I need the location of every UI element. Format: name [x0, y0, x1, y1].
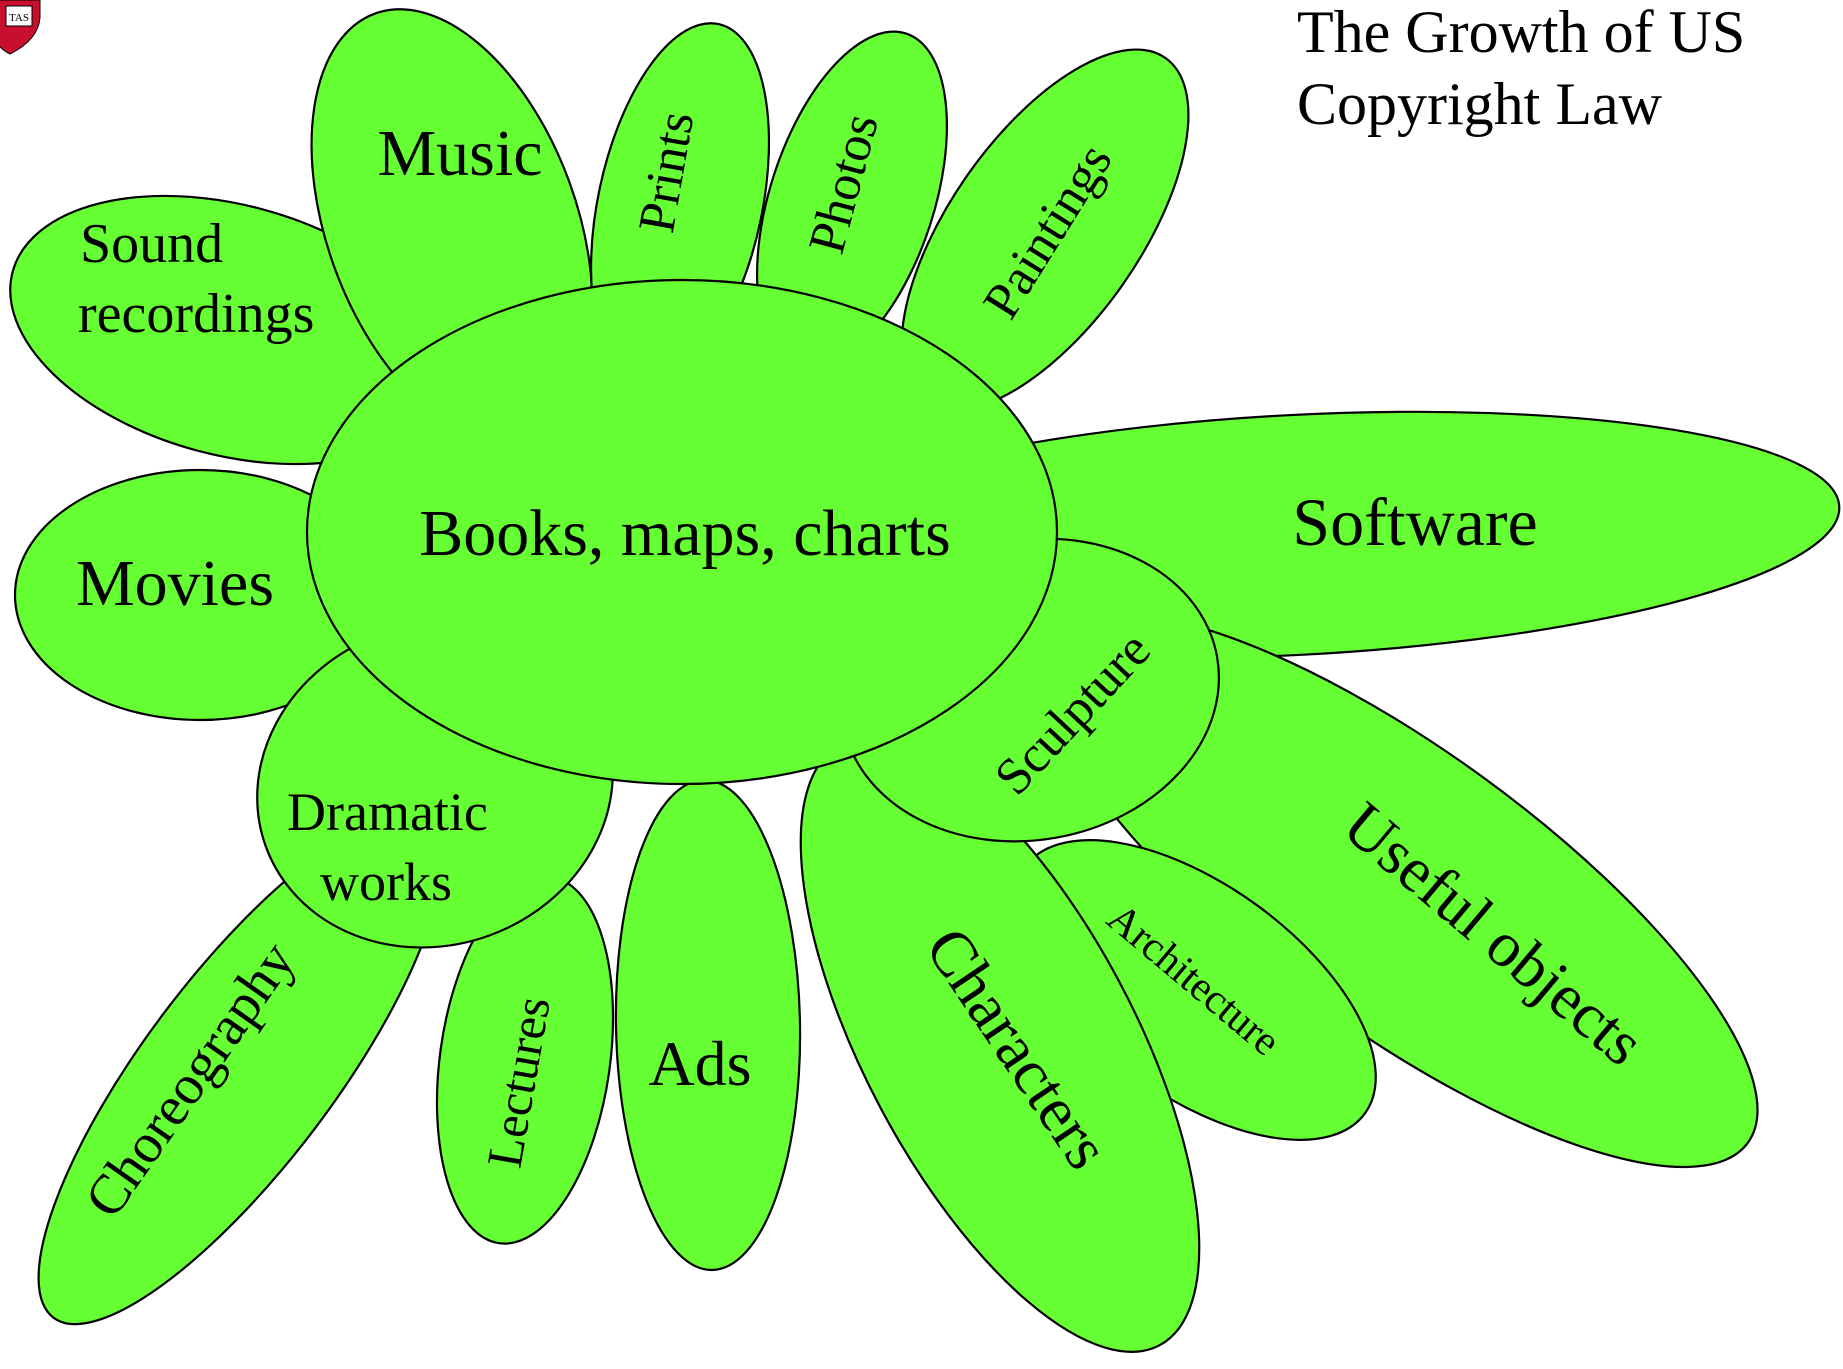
- logo-text: TAS: [9, 12, 29, 24]
- petal-ads-label: Ads: [648, 1028, 751, 1099]
- petal-lectures: Lectures: [435, 875, 615, 1245]
- page-title: The Growth of US Copyright Law: [1297, 0, 1760, 137]
- petal-sound-recordings-label: Sound recordings: [78, 213, 314, 345]
- harvard-shield-logo: TAS: [0, 0, 41, 55]
- title-line-1: The Growth of US: [1297, 0, 1745, 65]
- petal-movies: Movies: [13, 468, 387, 722]
- center-node: Books, maps, charts: [305, 278, 1059, 786]
- petal-dramatic-works-label: Dramatic works: [287, 782, 501, 912]
- petal-paintings: Paintings: [900, 48, 1190, 412]
- center-shape: [305, 278, 1059, 786]
- petal-ads: Ads: [614, 778, 802, 1272]
- petal-software-label: Software: [1292, 484, 1537, 560]
- petal-music-label: Music: [378, 117, 543, 190]
- petal-movies-label: Movies: [76, 547, 274, 620]
- petal-ads-shape: [614, 778, 802, 1272]
- center-label: Books, maps, charts: [419, 497, 951, 570]
- title-line-2: Copyright Law: [1297, 71, 1663, 137]
